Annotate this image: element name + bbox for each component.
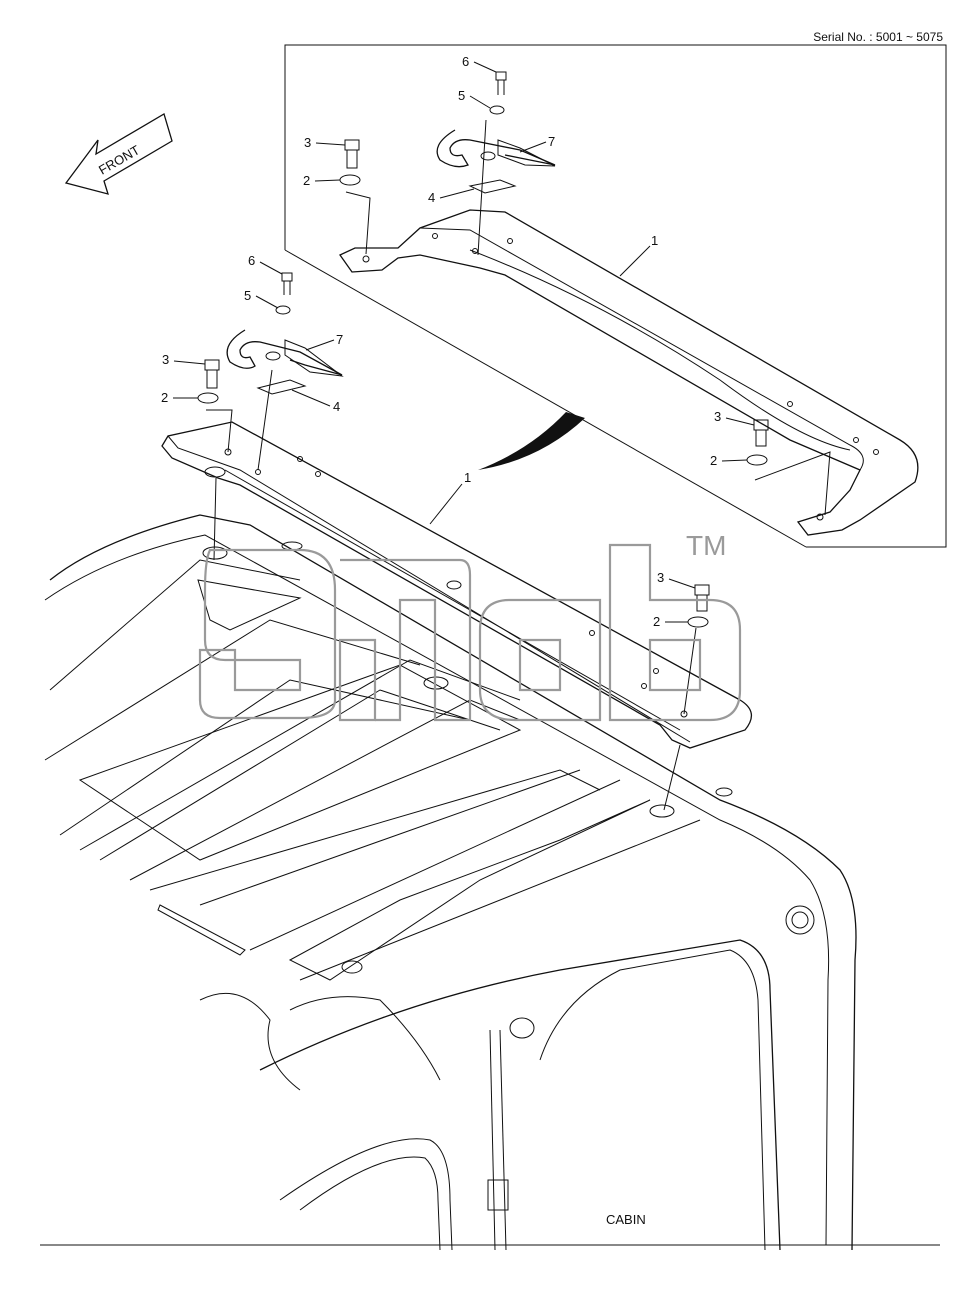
- inset-frame: [284, 44, 947, 548]
- callout-2-inset: 2: [303, 173, 310, 188]
- main-bolt-left: [197, 359, 233, 561]
- callout-7-main: 7: [336, 332, 343, 347]
- callout-2-inset-right: 2: [710, 453, 717, 468]
- inset-frame-diagonal: [284, 249, 807, 548]
- inset-bracket: [339, 209, 919, 536]
- cabin-body: [40, 939, 940, 1251]
- main-callouts: 6 5 3 7 2 4 1 3 2: [161, 253, 696, 629]
- watermark-tm: TM: [686, 530, 726, 561]
- transfer-arrow: [478, 412, 585, 470]
- watermark: TM: [198, 530, 742, 722]
- cabin-label: CABIN: [606, 1212, 646, 1227]
- callout-3-main-right: 3: [657, 570, 664, 585]
- main-plate: [256, 379, 307, 395]
- front-arrow: FRONT: [64, 113, 173, 195]
- callout-2-main: 2: [161, 390, 168, 405]
- callout-5-main: 5: [244, 288, 251, 303]
- callout-3-inset-right: 3: [714, 409, 721, 424]
- callout-2-main-right: 2: [653, 614, 660, 629]
- callout-7-inset: 7: [548, 134, 555, 149]
- inset-bolt-left: [339, 139, 371, 255]
- main-clip: [226, 329, 344, 377]
- cabin-roof: [44, 514, 857, 1251]
- inset-callouts: 6 5 3 7 2 4 1 3 2: [303, 54, 755, 468]
- callout-4-inset: 4: [428, 190, 435, 205]
- main-bracket: [161, 421, 752, 749]
- main-bolt-right: [663, 584, 710, 811]
- main-bolt-top: [257, 272, 293, 471]
- callout-3-inset: 3: [304, 135, 311, 150]
- inset-clip: [436, 129, 556, 168]
- inset-bolt-top: [477, 71, 507, 256]
- serial-number: Serial No. : 5001 ~ 5075: [813, 30, 943, 44]
- callout-6-main: 6: [248, 253, 255, 268]
- inset-plate: [468, 179, 517, 194]
- inset-bolt-right: [746, 419, 831, 516]
- callout-4-main: 4: [333, 399, 340, 414]
- callout-5-inset: 5: [458, 88, 465, 103]
- callout-1-inset: 1: [651, 233, 658, 248]
- callout-1-main: 1: [464, 470, 471, 485]
- callout-6-inset: 6: [462, 54, 469, 69]
- callout-3-main: 3: [162, 352, 169, 367]
